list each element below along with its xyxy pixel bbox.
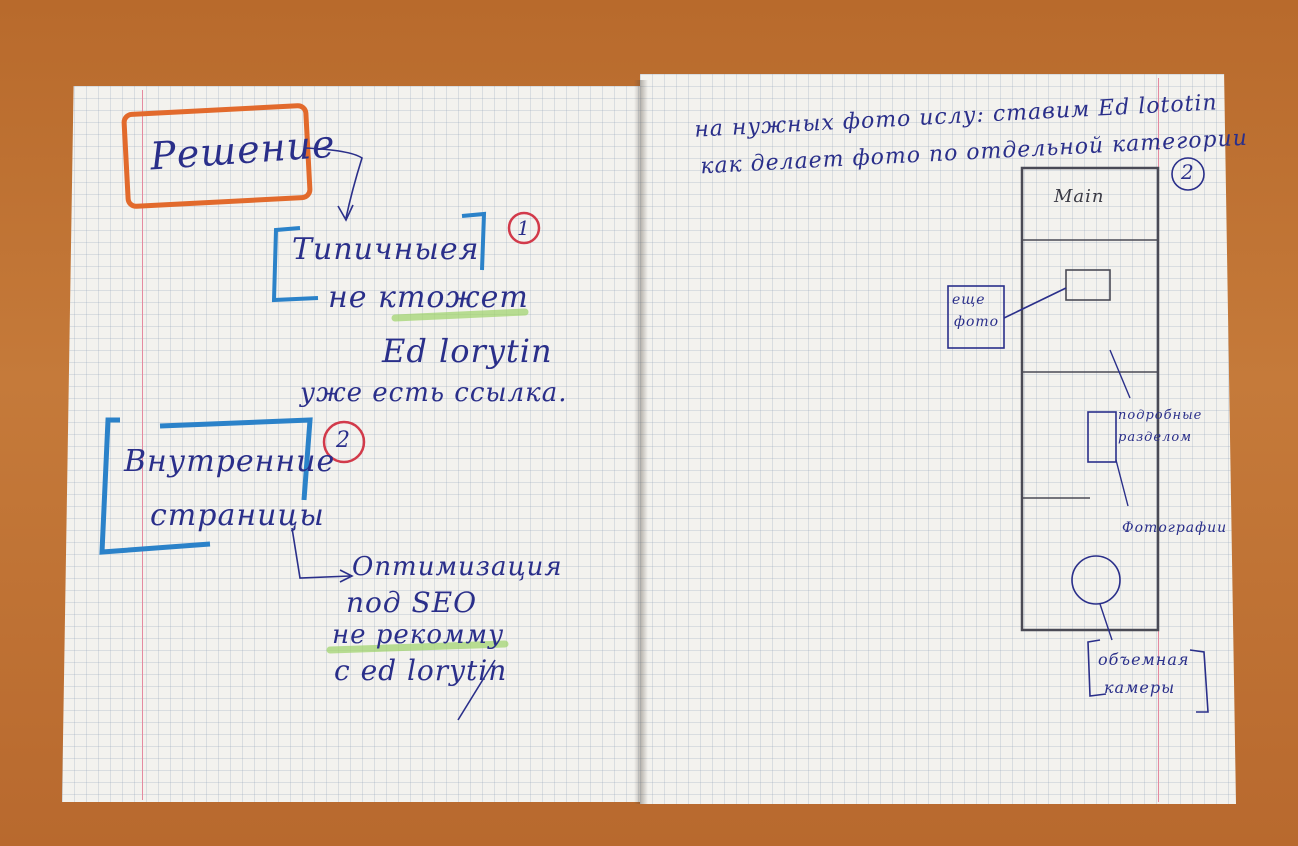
middle-note-line-1: подробные [1118,408,1203,423]
wireframe-photo-box [1065,269,1111,301]
item2-number-circle [322,420,366,464]
item2-note-line-3: не рекомму [332,620,505,650]
side-note-box [947,285,1005,349]
item1-line-3: Ed lorytin [382,332,553,370]
lower-note: Фотографии [1122,520,1228,536]
left-margin-line [142,90,143,800]
notebook-spine [634,80,648,804]
right-page [640,74,1236,804]
item2-line-1: Внутренние [124,444,336,479]
item1-number-circle [507,211,541,245]
item1-number: 1 [517,216,531,240]
item2-note-line-4: с ed lorytin [334,654,508,687]
right-number-circle [1171,157,1205,191]
bottom-note-line-1: объемная [1098,650,1190,669]
arrow-optimization-tip [339,569,354,583]
wireframe-label: Main [1054,186,1105,207]
arrow-optimization [291,527,351,579]
lower-connector [1115,459,1129,507]
side-note-line-1: еще [952,292,986,308]
item2-bracket-top [159,417,313,501]
item2-bracket [99,417,211,555]
middle-note-box [1087,411,1117,463]
bottom-bracket-right [1189,649,1209,713]
middle-connector [1109,349,1131,399]
tail-stroke [457,659,496,721]
bottom-bracket-left [1087,639,1107,697]
right-number: 2 [1181,160,1195,184]
highlight-stroke-1 [391,308,529,322]
item1-bracket-right [461,211,487,271]
arrow-heading-tip [337,204,354,222]
bottom-connector [1099,603,1113,641]
item1-line-4: уже есть ссылка. [300,378,568,408]
item1-line-2: не ктожет [328,280,529,315]
arrow-heading [304,147,363,219]
side-note-connector [1003,287,1067,319]
middle-note-line-2: разделом [1118,430,1192,445]
item1-line-1: Типичныея [292,232,480,267]
item2-note-line-1: Оптимизация [352,552,563,582]
wireframe-frame [1020,166,1160,632]
highlight-stroke-2 [326,640,509,654]
heading-box [121,103,313,209]
item2-number: 2 [336,428,351,453]
item1-bracket-left [271,226,319,303]
item2-line-2: страницы [150,498,325,533]
item2-note-line-2: под SEO [346,586,478,619]
bottom-note-line-2: камеры [1104,678,1176,697]
side-note-line-2: фото [954,314,1000,330]
wireframe-circle [1071,555,1121,605]
